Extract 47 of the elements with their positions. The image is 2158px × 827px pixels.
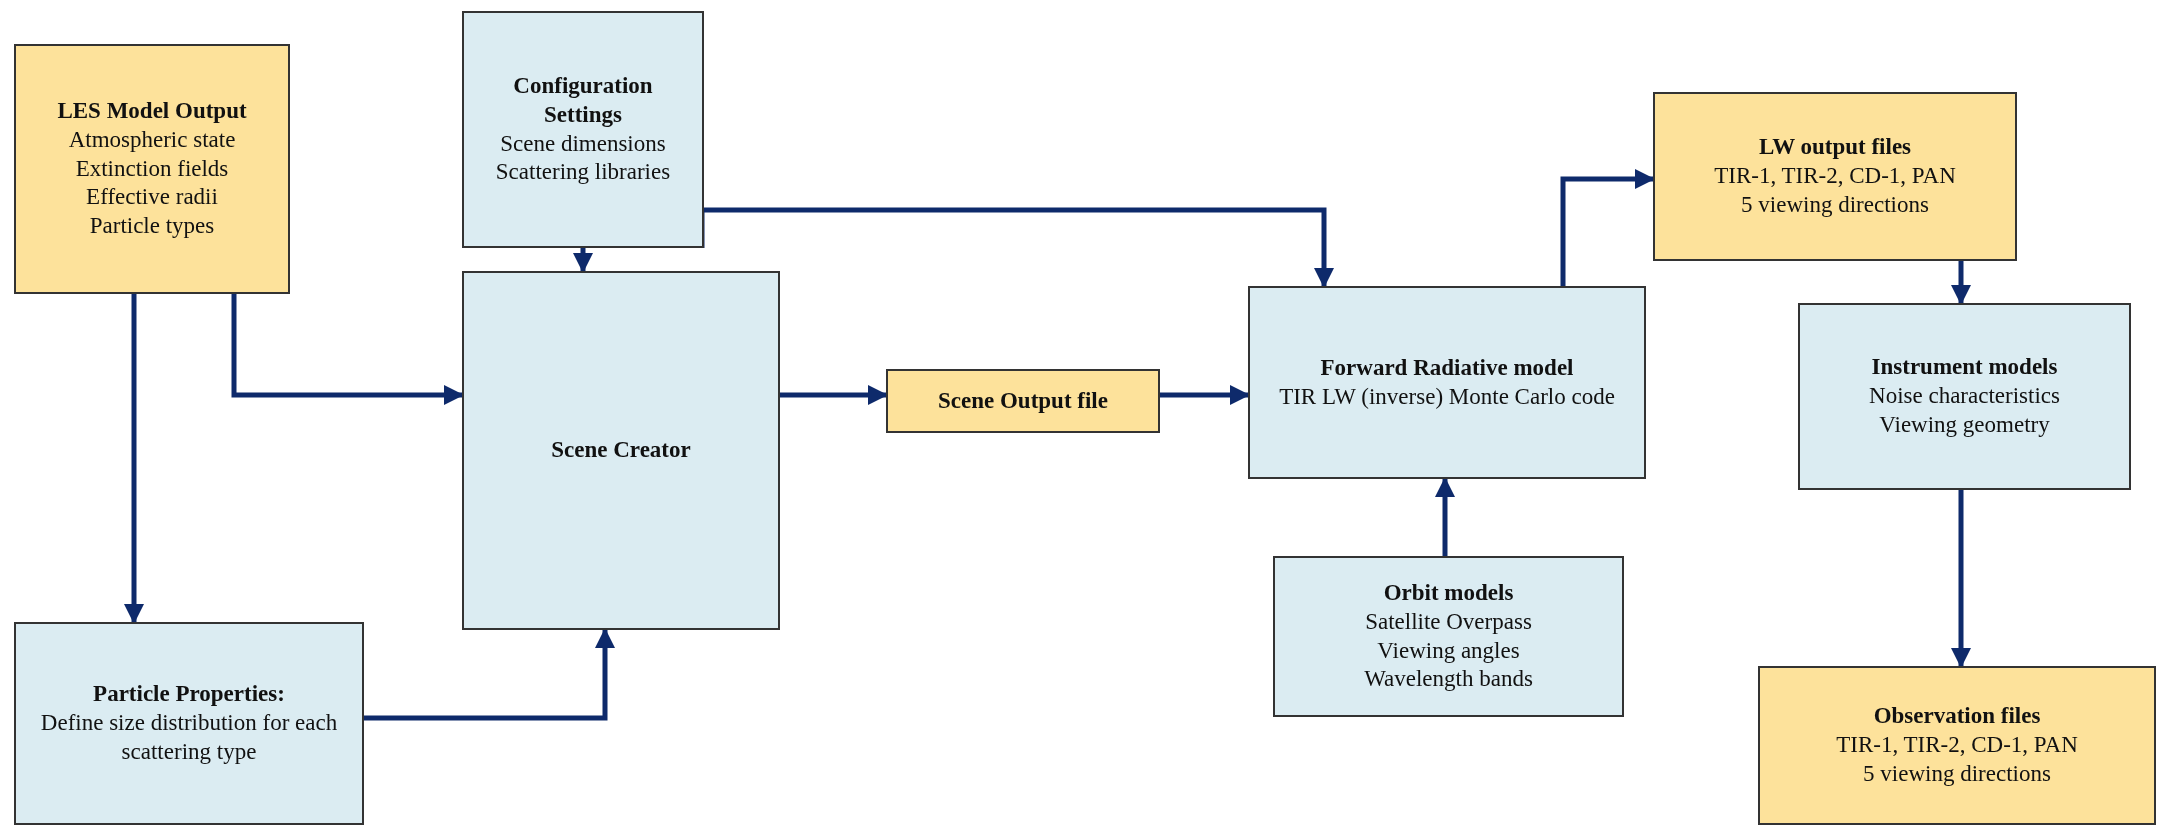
arrow [1951, 490, 1971, 668]
box-text: Satellite Overpass [1365, 607, 1532, 636]
box-heading: Configuration Settings [512, 72, 654, 129]
settings-box [462, 11, 704, 248]
box-text: Noise characteristics [1869, 382, 2060, 411]
model-box [1798, 303, 2131, 490]
arrow [364, 628, 615, 721]
box-text: TIR LW (inverse) Monte Carlo code [1279, 382, 1615, 411]
box-heading: Forward Radiative model [1320, 353, 1574, 382]
output-file-box [1653, 92, 2017, 261]
model-box [1248, 286, 1646, 479]
box-heading: Observation files [1873, 702, 2041, 731]
box-text: Extinction fields [75, 154, 229, 183]
box-heading: Particle Properties: [93, 680, 285, 709]
process-box [462, 271, 780, 630]
box-text: 5 viewing directions [1741, 190, 1929, 219]
arrow [1435, 477, 1455, 556]
box-heading: LES Model Output [57, 97, 247, 126]
arrow [231, 294, 464, 405]
box-text: TIR-1, TIR-2, CD-1, PAN [1714, 162, 1956, 191]
arrow [124, 294, 144, 624]
arrow [780, 385, 888, 405]
box-text: 5 viewing directions [1863, 759, 2051, 788]
arrow [1560, 169, 1655, 286]
box-heading: Scene Output file [938, 386, 1108, 415]
arrow [573, 248, 593, 273]
box-heading: Orbit models [1383, 579, 1514, 607]
box-text: Scattering libraries [495, 158, 671, 187]
box-text: Wavelength bands [1364, 665, 1533, 694]
input-data-box [14, 44, 290, 294]
arrow [1951, 261, 1971, 305]
box-text: Atmospheric state [68, 125, 236, 154]
arrow [1160, 385, 1250, 405]
process-box [14, 622, 364, 825]
box-heading: LW output files [1758, 133, 1912, 162]
box-heading: Instrument models [1871, 353, 2058, 382]
box-text: TIR-1, TIR-2, CD-1, PAN [1836, 731, 2078, 760]
model-box [1273, 556, 1624, 717]
output-file-box [886, 369, 1160, 433]
box-heading: Scene Creator [551, 436, 691, 465]
box-text: Particle types [89, 212, 215, 241]
box-text: Viewing angles [1377, 636, 1520, 665]
box-text: Define size distribution for each scattering type [39, 709, 339, 766]
box-text: Effective radii [86, 183, 218, 212]
box-text: Scene dimensions [500, 129, 666, 158]
output-file-box [1758, 666, 2156, 825]
box-text: Viewing geometry [1879, 410, 2050, 439]
